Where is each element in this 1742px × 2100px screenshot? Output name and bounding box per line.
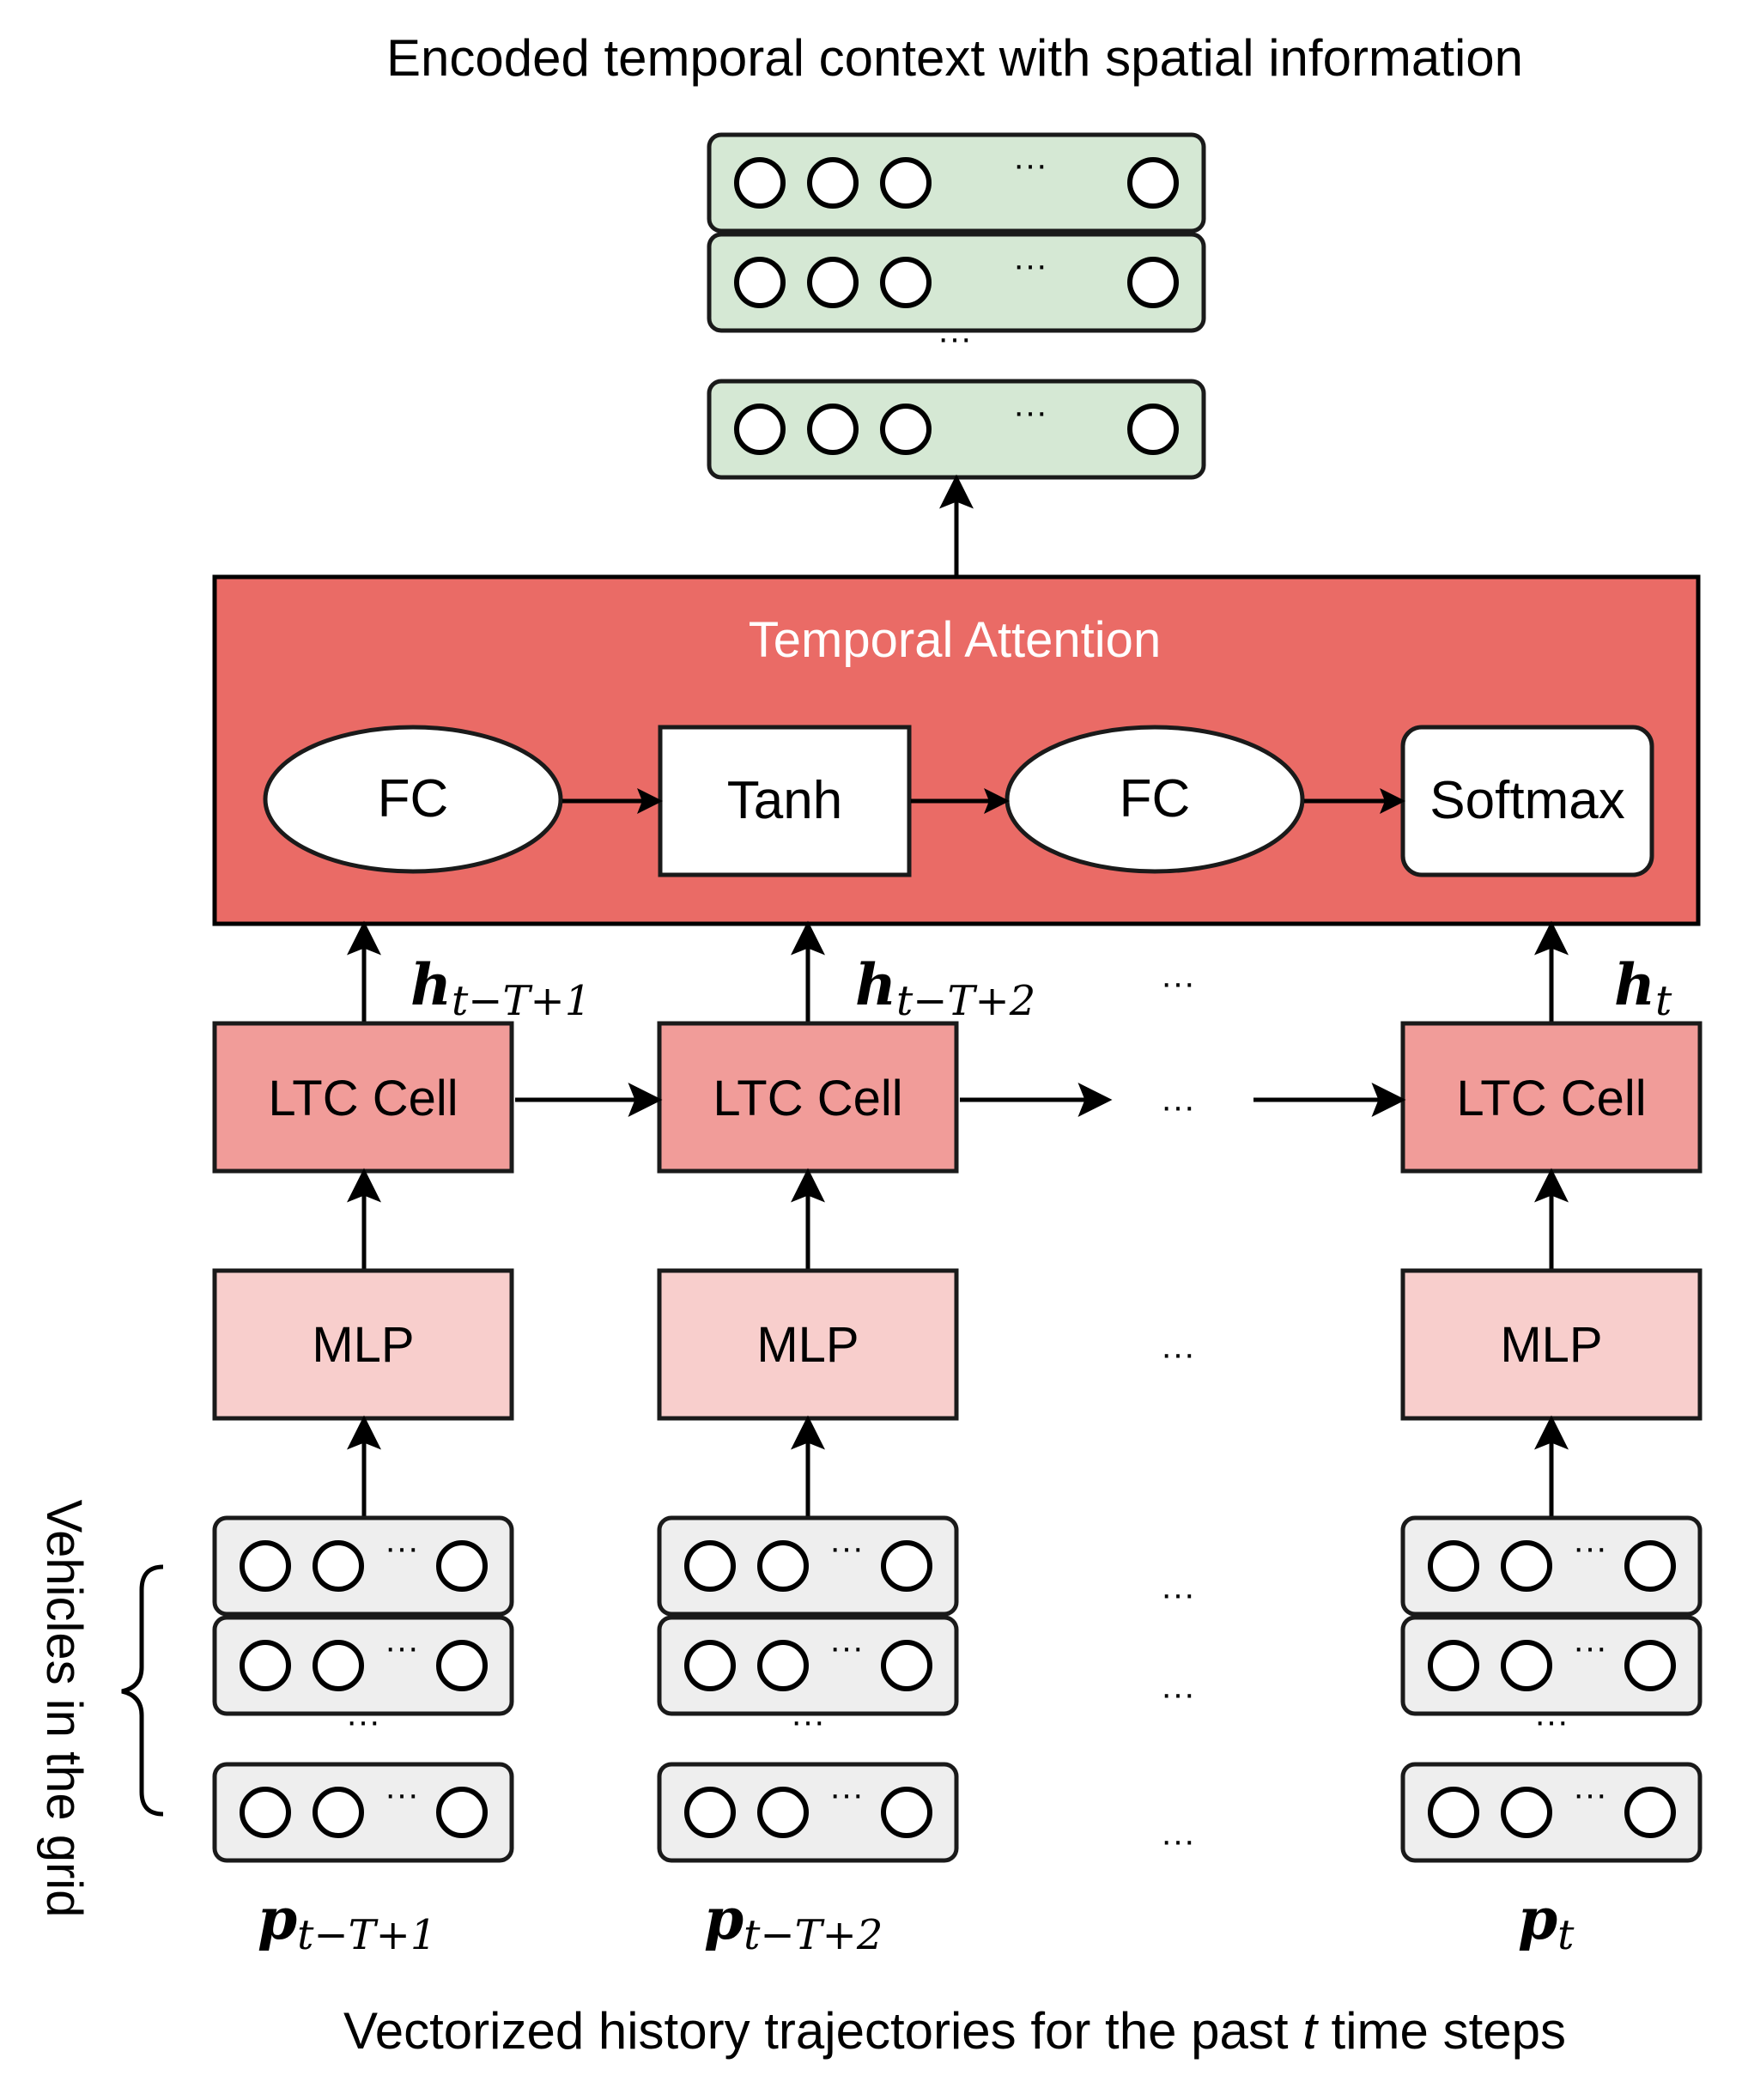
output-node-1-3 [880,157,932,209]
input-row-ellipsis-1-3: ··· [385,1775,419,1813]
input-node-1-3-1 [240,1787,291,1838]
input-row-ellipsis-3-1: ··· [1573,1529,1607,1567]
input-node-2-3-3 [881,1787,932,1838]
vehicles-brace [121,1564,164,1817]
output-ellipsis-1: ··· [1013,146,1047,184]
softmax-label: Softmax [1429,771,1624,830]
input-node-3-3-2 [1501,1787,1552,1838]
input-node-1-2-2 [313,1640,364,1691]
position-label-1: pt−T+1 [258,1885,436,1959]
input-node-3-1-1 [1428,1540,1479,1592]
output-node-3-4 [1127,404,1179,455]
input-node-3-2-1 [1428,1640,1479,1691]
fc-label-2: FC [1120,769,1191,828]
output-node-1-4 [1127,157,1179,209]
input-row-ellipsis-3-2: ··· [1573,1629,1607,1666]
input-row-ellipsis-1-2: ··· [385,1629,419,1666]
vehicles-label: Vehicles in the grid [36,1500,92,1918]
input-node-3-3-1 [1428,1787,1479,1838]
output-node-2-3 [880,257,932,308]
input-node-2-3-2 [757,1787,809,1838]
ltc-cell-1 [212,1021,514,1174]
input-row-ellipsis-2-1: ··· [829,1529,864,1567]
input-node-1-1-1 [240,1540,291,1592]
position-label-2: pt−T+2 [704,1885,883,1959]
input-row-ellipses: ··· ··· ··· ··· ··· ··· ··· ··· ··· [385,1529,1607,1813]
output-title: Encoded temporal context with spatial in… [386,29,1523,87]
hidden-state-label-2: ht−T+2 [855,951,1035,1025]
gap-ellipsis-input-3: ··· [1161,1822,1195,1860]
mlp-3 [1400,1268,1703,1421]
output-node-1-1 [734,157,786,209]
output-rows-ellipsis: ··· [938,319,972,357]
output-node-3-3 [880,404,932,455]
output-node-1-2 [807,157,859,209]
output-vectors: ··· ··· ··· ··· [707,132,1206,480]
gap-ellipsis-input-1: ··· [1161,1575,1195,1613]
fc-label-1: FC [378,769,449,828]
gap-ellipsis-input-2: ··· [1161,1675,1195,1713]
mlp-label-3: MLP [1500,1317,1602,1373]
input-row-ellipsis-1-1: ··· [385,1529,419,1567]
input-row-ellipsis-2-3: ··· [829,1775,864,1813]
input-rows-ellipsis-3: ··· [1534,1702,1569,1740]
input-node-2-1-2 [757,1540,809,1592]
input-node-1-2-1 [240,1640,291,1691]
attention-title: Temporal Attention [749,612,1161,668]
input-node-2-1-1 [684,1540,736,1592]
ltc-cell-label-3: LTC Cell [1456,1071,1646,1126]
input-rows-ellipsis-2: ··· [791,1702,825,1740]
mlp-label-1: MLP [312,1317,414,1373]
output-node-3-1 [734,404,786,455]
output-ellipsis-3: ··· [1013,393,1047,431]
input-row-ellipsis-2-2: ··· [829,1629,864,1666]
output-node-3-2 [807,404,859,455]
output-ellipsis-2: ··· [1013,246,1047,284]
input-node-2-3-1 [684,1787,736,1838]
ltc-cell-label-2: LTC Cell [713,1071,902,1126]
ltc-cell-label-1: LTC Cell [268,1071,458,1126]
output-node-2-4 [1127,257,1179,308]
input-node-3-1-3 [1624,1540,1676,1592]
output-node-2-1 [734,257,786,308]
gap-ellipsis-mlp: ··· [1161,1335,1195,1373]
tanh-label: Tanh [727,771,842,830]
ltc-cell-3 [1400,1021,1703,1174]
input-node-1-3-2 [313,1787,364,1838]
output-node-2-2 [807,257,859,308]
temporal-attention-block: Temporal Attention FC Tanh FC Softmax [212,574,1701,926]
input-node-2-2-2 [757,1640,809,1691]
input-node-3-3-3 [1624,1787,1676,1838]
input-node-1-2-3 [436,1640,488,1691]
input-node-1-1-2 [313,1540,364,1592]
gap-ellipsis-ltc: ··· [1161,1088,1195,1126]
hidden-state-label-1: ht−T+1 [410,951,591,1025]
input-node-2-2-1 [684,1640,736,1691]
input-node-3-2-3 [1624,1640,1676,1691]
input-node-3-1-2 [1501,1540,1552,1592]
mlp-label-2: MLP [756,1317,859,1373]
gap-ellipsis-hidden: ··· [1161,964,1195,1002]
position-label-3: pt [1518,1885,1575,1959]
input-node-2-1-3 [881,1540,932,1592]
input-node-1-3-3 [436,1787,488,1838]
tanh-node [658,725,912,877]
input-rows-ellipsis-1: ··· [346,1702,380,1740]
input-node-1-1-3 [436,1540,488,1592]
input-row-ellipsis-3-3: ··· [1573,1775,1607,1813]
input-node-2-2-3 [881,1640,932,1691]
input-node-3-2-2 [1501,1640,1552,1691]
hidden-state-label-3: ht [1614,951,1672,1025]
fc-node-1 [263,725,563,874]
mlp-1 [212,1268,514,1421]
gap-ellipses: ··· ··· ··· ··· ··· ··· [1161,964,1195,1860]
input-title: Vectorized history trajectories for the … [343,2002,1566,2060]
